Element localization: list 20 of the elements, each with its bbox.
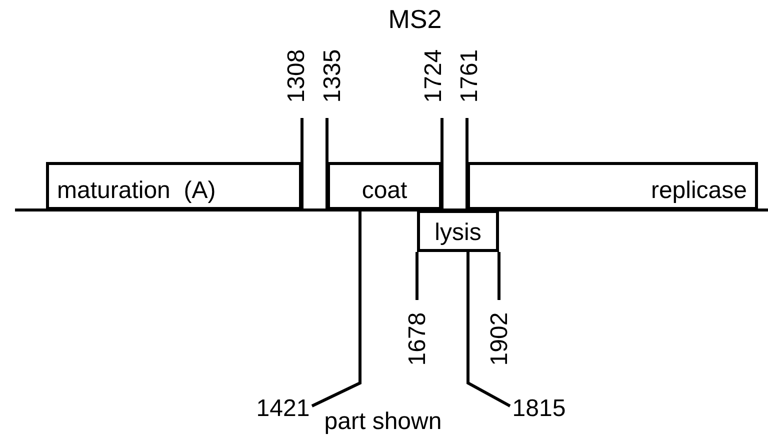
position-number: 1678	[404, 312, 432, 366]
position-number: 1761	[456, 49, 484, 103]
position-number: 1308	[283, 49, 311, 103]
leader-line	[311, 210, 362, 408]
gene-box	[327, 162, 442, 210]
gene-name: maturation (A)	[57, 177, 216, 205]
position-number: 1724	[420, 49, 448, 103]
gene-box	[467, 162, 758, 210]
gene-box	[417, 210, 499, 252]
position-number: 1421	[256, 395, 310, 423]
gene-name: lysis	[434, 219, 482, 247]
position-number: 1815	[512, 395, 566, 423]
diagram-title: MS2	[387, 4, 443, 34]
gene-name: replicase	[650, 177, 747, 205]
position-number: 1335	[319, 49, 347, 103]
position-number: 1902	[486, 312, 514, 366]
gene-name: coat	[362, 177, 408, 205]
leader-line	[466, 252, 511, 408]
gene-box	[46, 162, 302, 210]
region-label: part shown	[324, 408, 442, 436]
